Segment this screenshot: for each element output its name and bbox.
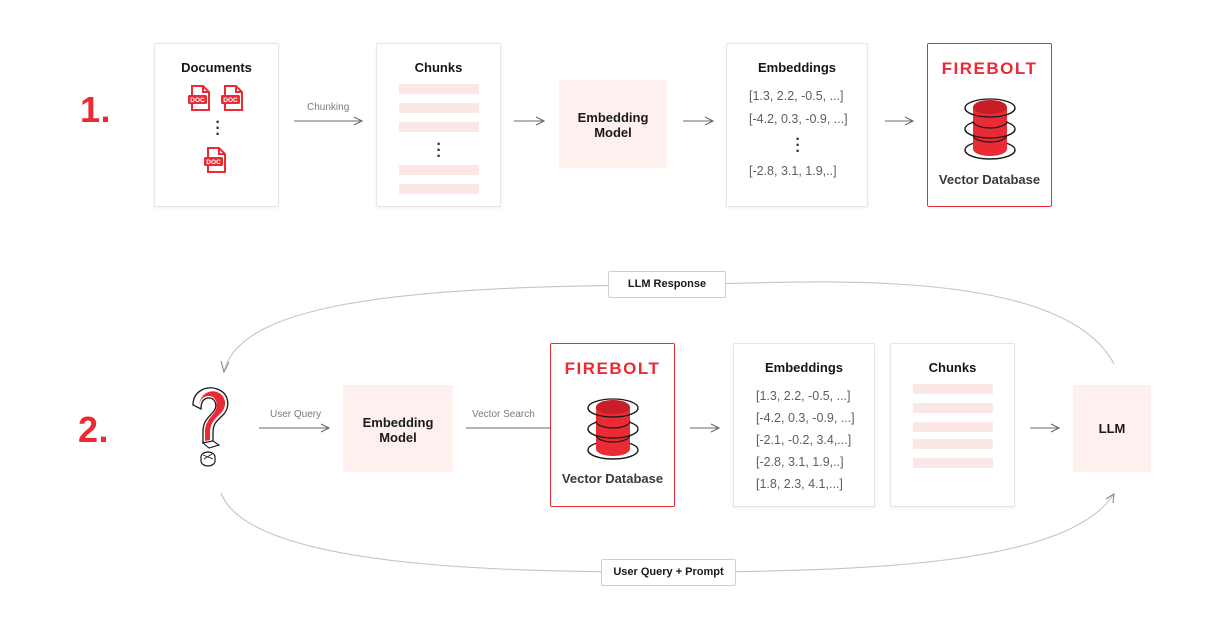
embedding-model-label-line2: Model (594, 125, 632, 140)
llm-response-pill: LLM Response (608, 271, 726, 298)
user-query-prompt-pill: User Query + Prompt (601, 559, 736, 586)
chunk-bar (913, 384, 993, 394)
chunk-bar (399, 84, 479, 94)
step-number-2: 2. (78, 409, 110, 450)
ellipsis-vertical-icon: ··· (436, 136, 442, 165)
doc-icon: DOC (221, 85, 243, 111)
doc-icon: DOC (188, 85, 210, 111)
chunk-bar (399, 184, 479, 194)
step-number-1: 1. (80, 89, 112, 130)
chunk-bar (913, 403, 993, 413)
firebolt-db-card: FIREBOLT Vector Database (927, 43, 1052, 207)
doc-icon: DOC (204, 147, 226, 173)
svg-text:DOC: DOC (223, 97, 238, 104)
documents-card: Documents DOC DOC ··· DOC (154, 43, 279, 207)
llm-label: LLM (1098, 421, 1126, 436)
question-mark-icon (192, 387, 229, 467)
svg-text:DOC: DOC (190, 97, 205, 104)
embeddings-card-2: Embeddings [1.3, 2.2, -0.5, ...] [-4.2, … (733, 343, 875, 507)
embedding-model-box: Embedding Model (559, 80, 667, 168)
chunk-bar (399, 103, 479, 113)
database-icon (964, 98, 1016, 160)
chunk-bar (399, 165, 479, 175)
vector-database-caption: Vector Database (561, 471, 664, 486)
ellipsis-vertical-icon: ··· (215, 114, 221, 143)
chunks-title: Chunks (414, 60, 463, 75)
embedding-model-label-line1: Embedding (362, 415, 434, 430)
ellipsis-vertical-icon: ··· (795, 131, 801, 160)
embeddings-card: Embeddings [1.3, 2.2, -0.5, ...] [-4.2, … (726, 43, 868, 207)
embedding-vector: [1.3, 2.2, -0.5, ...] (756, 389, 851, 403)
embedding-vector: [-4.2, 0.3, -0.9, ...] (749, 112, 848, 126)
embeddings-title: Embeddings (757, 60, 836, 75)
firebolt-logo: FIREBOLT (941, 59, 1038, 78)
embedding-model-label-line1: Embedding (577, 110, 649, 125)
vector-database-caption: Vector Database (938, 172, 1041, 187)
embedding-model-label-line2: Model (379, 430, 417, 445)
embedding-vector: [-4.2, 0.3, -0.9, ...] (756, 411, 855, 425)
embedding-model-box-2: Embedding Model (343, 385, 453, 472)
embedding-vector: [-2.1, -0.2, 3.4,...] (756, 433, 852, 447)
chunk-bar (913, 422, 993, 432)
chunks-card: Chunks ··· (376, 43, 501, 207)
user-query-label: User Query (270, 409, 322, 420)
embedding-vector: [-2.8, 3.1, 1.9,..] (749, 164, 837, 178)
chunks-card-2: Chunks (890, 343, 1015, 507)
database-icon (587, 398, 639, 460)
chunks-title: Chunks (928, 360, 977, 375)
firebolt-logo: FIREBOLT (564, 359, 661, 378)
llm-box: LLM (1073, 385, 1151, 472)
embedding-vector: [1.3, 2.2, -0.5, ...] (749, 89, 844, 103)
embedding-vector: [1.8, 2.3, 4.1,...] (756, 477, 843, 491)
user-query-prompt-label: User Query + Prompt (613, 566, 724, 578)
embedding-vector: [-2.8, 3.1, 1.9,..] (756, 455, 844, 469)
chunk-bar (399, 122, 479, 132)
embeddings-title: Embeddings (764, 360, 843, 375)
chunk-bar (913, 458, 993, 468)
vector-search-label: Vector Search (472, 409, 535, 420)
llm-response-label: LLM Response (627, 278, 707, 290)
svg-text:DOC: DOC (206, 159, 221, 166)
chunking-label: Chunking (307, 102, 350, 113)
documents-title: Documents (181, 60, 252, 75)
chunk-bar (913, 439, 993, 449)
firebolt-db-card-2: FIREBOLT Vector Database (550, 343, 675, 507)
